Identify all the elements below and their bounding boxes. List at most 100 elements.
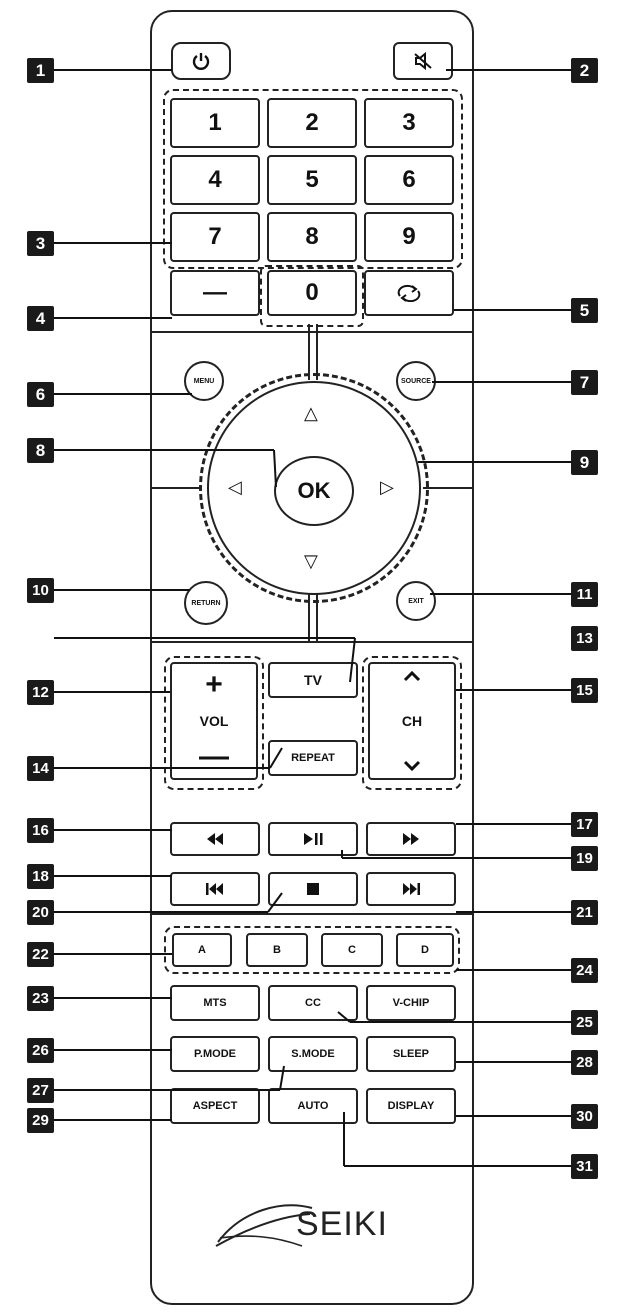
right-arrow-icon[interactable]: ▷ bbox=[380, 477, 394, 497]
callout-17: 17 bbox=[571, 812, 598, 837]
recall-button[interactable] bbox=[364, 270, 454, 316]
separator bbox=[152, 487, 202, 489]
callout-29: 29 bbox=[27, 1108, 54, 1133]
volume-rocker[interactable]: + VOL — bbox=[170, 662, 258, 780]
number-2-button[interactable]: 2 bbox=[267, 98, 357, 148]
rewind-button[interactable] bbox=[170, 822, 260, 856]
callout-30: 30 bbox=[571, 1104, 598, 1129]
tv-button[interactable]: TV bbox=[268, 662, 358, 698]
play-pause-icon bbox=[304, 833, 323, 845]
callout-26: 26 bbox=[27, 1038, 54, 1063]
callout-7: 7 bbox=[571, 370, 598, 395]
callout-14: 14 bbox=[27, 756, 54, 781]
sleep-button[interactable]: SLEEP bbox=[366, 1036, 456, 1072]
mute-button[interactable] bbox=[393, 42, 453, 80]
callout-23: 23 bbox=[27, 986, 54, 1011]
callout-10: 10 bbox=[27, 578, 54, 603]
auto-button[interactable]: AUTO bbox=[268, 1088, 358, 1124]
skip-previous-icon bbox=[206, 883, 223, 895]
power-button[interactable] bbox=[171, 42, 231, 80]
volume-label: VOL bbox=[199, 713, 229, 729]
callout-27: 27 bbox=[27, 1078, 54, 1103]
skip-previous-button[interactable] bbox=[170, 872, 260, 906]
mts-button[interactable]: MTS bbox=[170, 985, 260, 1021]
minus-icon[interactable]: — bbox=[199, 740, 229, 773]
callout-12: 12 bbox=[27, 680, 54, 705]
callout-15: 15 bbox=[571, 678, 598, 703]
fast-forward-icon bbox=[403, 833, 419, 845]
stop-button[interactable] bbox=[268, 872, 358, 906]
callout-25: 25 bbox=[571, 1010, 598, 1035]
p-mode-button[interactable]: P.MODE bbox=[170, 1036, 260, 1072]
skip-next-button[interactable] bbox=[366, 872, 456, 906]
callout-3: 3 bbox=[27, 231, 54, 256]
number-3-button[interactable]: 3 bbox=[364, 98, 454, 148]
number-5-button[interactable]: 5 bbox=[267, 155, 357, 205]
callout-31: 31 bbox=[571, 1154, 598, 1179]
separator bbox=[152, 913, 472, 915]
volume-group bbox=[164, 656, 264, 790]
callout-28: 28 bbox=[571, 1050, 598, 1075]
chevron-down-icon[interactable] bbox=[402, 760, 422, 772]
number-7-button[interactable]: 7 bbox=[170, 212, 260, 262]
c-button[interactable]: C bbox=[321, 933, 383, 967]
mute-icon bbox=[414, 51, 432, 71]
seiki-logo-swoosh bbox=[215, 1204, 313, 1247]
a-button[interactable]: A bbox=[172, 933, 232, 967]
number-6-button[interactable]: 6 bbox=[364, 155, 454, 205]
callout-20: 20 bbox=[27, 900, 54, 925]
repeat-button[interactable]: REPEAT bbox=[268, 740, 358, 776]
color-keys-group bbox=[164, 926, 460, 974]
rewind-icon bbox=[207, 833, 223, 845]
exit-button[interactable]: EXIT bbox=[396, 581, 436, 621]
callout-19: 19 bbox=[571, 846, 598, 871]
channel-rocker[interactable]: CH bbox=[368, 662, 456, 780]
callout-2: 2 bbox=[571, 58, 598, 83]
dash-button[interactable]: — bbox=[170, 270, 260, 316]
s-mode-button[interactable]: S.MODE bbox=[268, 1036, 358, 1072]
d-button[interactable]: D bbox=[396, 933, 454, 967]
zero-key-group bbox=[260, 265, 364, 327]
ok-button[interactable]: OK bbox=[274, 456, 354, 526]
numeric-keypad-group bbox=[163, 89, 463, 269]
callout-24: 24 bbox=[571, 958, 598, 983]
dpad-dashed-ring bbox=[199, 373, 429, 603]
number-4-button[interactable]: 4 bbox=[170, 155, 260, 205]
return-button[interactable]: RETURN bbox=[184, 581, 228, 625]
callout-18: 18 bbox=[27, 864, 54, 889]
chevron-up-icon[interactable] bbox=[402, 670, 422, 682]
callout-13: 13 bbox=[571, 626, 598, 651]
callout-1: 1 bbox=[27, 58, 54, 83]
callout-8: 8 bbox=[27, 438, 54, 463]
skip-next-icon bbox=[403, 883, 420, 895]
recall-icon bbox=[397, 284, 421, 302]
v-chip-button[interactable]: V-CHIP bbox=[366, 985, 456, 1021]
channel-label: CH bbox=[401, 713, 423, 729]
number-0-button[interactable]: 0 bbox=[267, 270, 357, 316]
number-1-button[interactable]: 1 bbox=[170, 98, 260, 148]
callout-4: 4 bbox=[27, 306, 54, 331]
number-8-button[interactable]: 8 bbox=[267, 212, 357, 262]
callout-9: 9 bbox=[571, 450, 598, 475]
callout-11: 11 bbox=[571, 582, 598, 607]
left-arrow-icon[interactable]: ◁ bbox=[228, 477, 242, 497]
b-button[interactable]: B bbox=[246, 933, 308, 967]
down-arrow-icon[interactable]: ▽ bbox=[304, 551, 318, 571]
fast-forward-button[interactable] bbox=[366, 822, 456, 856]
channel-group bbox=[362, 656, 462, 790]
callout-21: 21 bbox=[571, 900, 598, 925]
callout-6: 6 bbox=[27, 382, 54, 407]
callout-16: 16 bbox=[27, 818, 54, 843]
stop-icon bbox=[307, 883, 319, 895]
brand-logo-text: SEIKI bbox=[296, 1205, 388, 1243]
power-icon bbox=[192, 53, 210, 70]
groove bbox=[308, 324, 318, 380]
separator bbox=[152, 641, 472, 643]
separator bbox=[152, 331, 472, 333]
groove bbox=[308, 585, 318, 641]
up-arrow-icon[interactable]: △ bbox=[304, 403, 318, 423]
number-9-button[interactable]: 9 bbox=[364, 212, 454, 262]
display-button[interactable]: DISPLAY bbox=[366, 1088, 456, 1124]
plus-icon[interactable]: + bbox=[205, 668, 223, 701]
